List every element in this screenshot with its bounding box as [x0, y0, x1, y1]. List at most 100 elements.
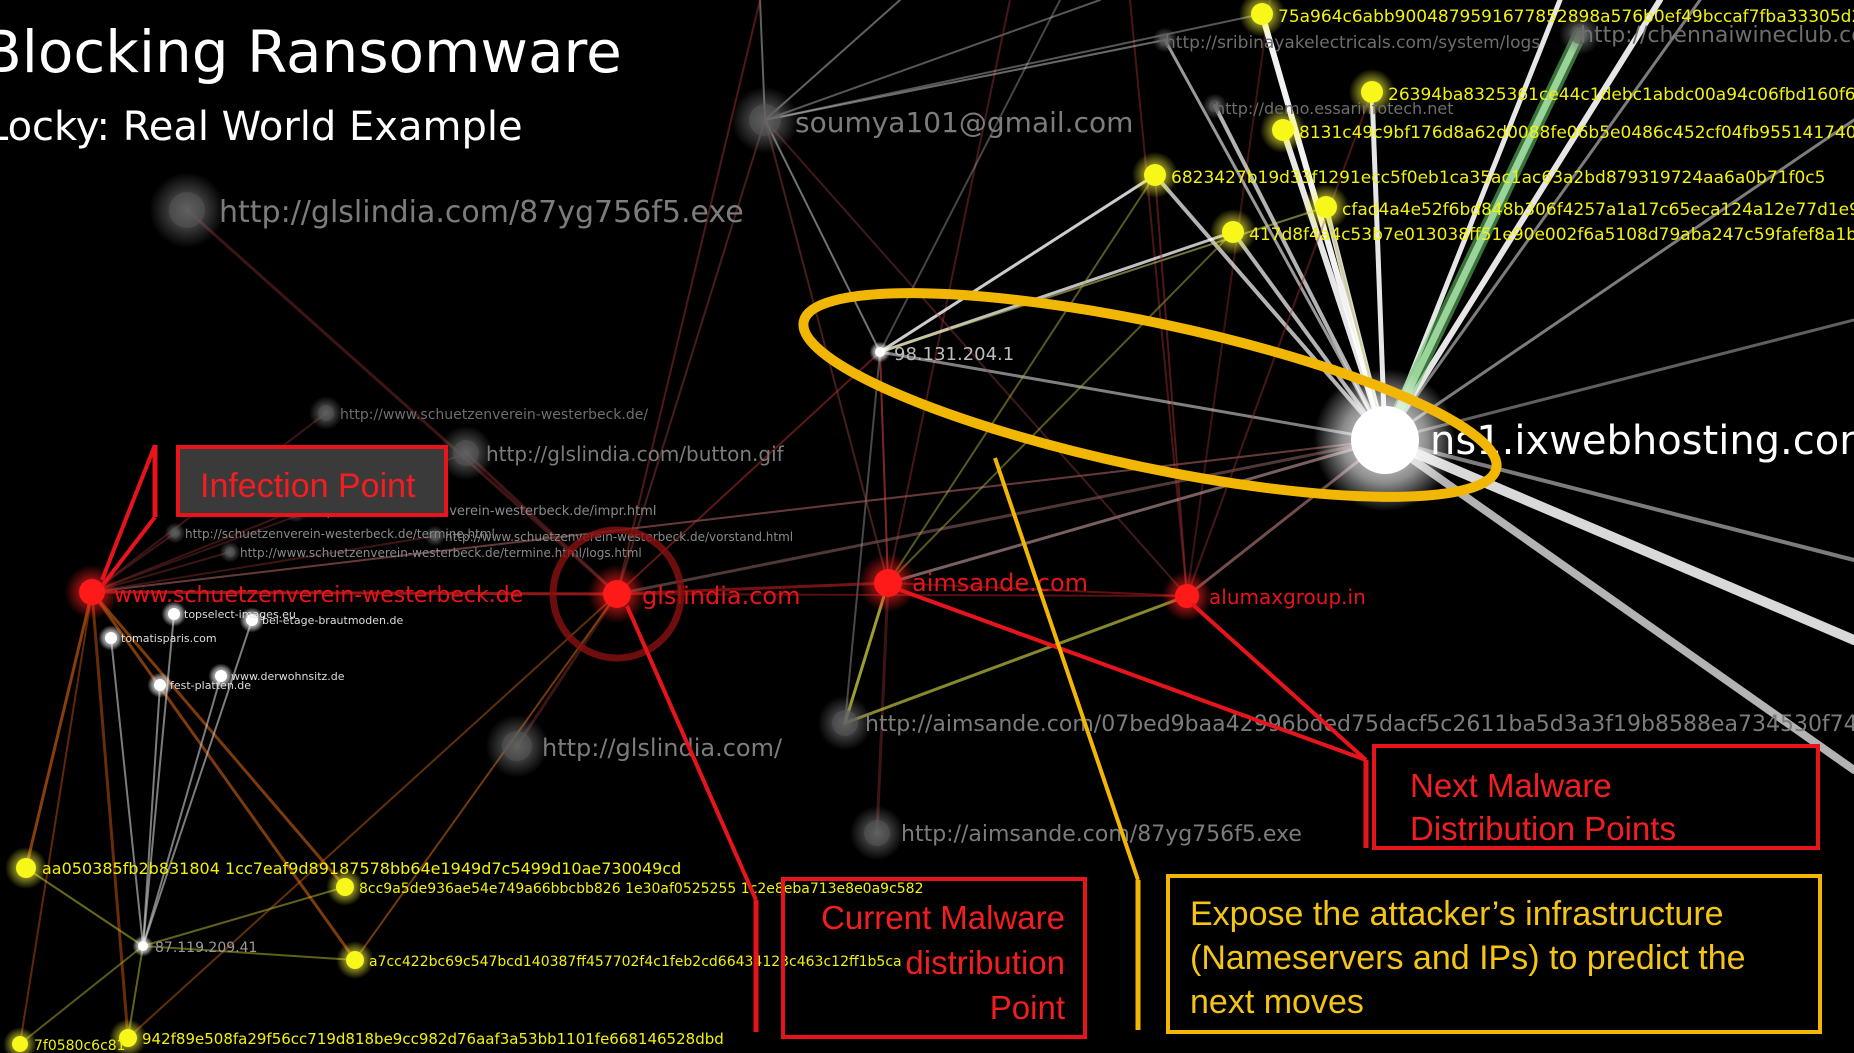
url-node[interactable]: [453, 440, 479, 466]
graph-edge: [185, 208, 619, 596]
hash-node[interactable]: [1315, 196, 1337, 218]
url-node[interactable]: [864, 820, 890, 846]
hash-node-label: 417d8f4a4c53b7e013038ff51e90e002f6a5108d…: [1249, 225, 1854, 245]
malicious-node[interactable]: [874, 569, 902, 597]
graph-edge: [616, 0, 761, 595]
url-node[interactable]: [430, 531, 440, 541]
infection-leader-line: [100, 515, 157, 588]
hash-node[interactable]: [1251, 3, 1273, 25]
url-node-label: http://glslindia.com/87yg756f5.exe: [219, 195, 744, 230]
infra-node-label: 87.119.209.41: [155, 940, 257, 956]
hash-node[interactable]: [12, 1036, 28, 1052]
graph-edge: [1383, 318, 1854, 442]
url-node-label: http://aimsande.com/87yg756f5.exe: [901, 822, 1302, 847]
graph-edge: [142, 619, 253, 947]
hash-node-label: 75a964c6abb9004879591677852898a576b0ef49…: [1278, 7, 1854, 27]
url-node[interactable]: [169, 192, 205, 228]
url-node-label: http://demo.essarinfotech.net: [1215, 99, 1454, 118]
url-node[interactable]: [749, 104, 781, 136]
graph-edge: [1378, 27, 1587, 447]
graph-edge: [1186, 0, 1271, 597]
url-node-label: http://www.schuetzenverein-westerbeck.de…: [240, 546, 642, 560]
url-node[interactable]: [1209, 100, 1221, 112]
site-node-label: topselect-images.eu: [184, 608, 296, 621]
graph-edge: [844, 351, 881, 724]
graph-edge: [142, 613, 175, 947]
graph-edge: [1382, 0, 1663, 443]
graph-edge: [127, 593, 618, 1039]
current-leader-line: [625, 605, 758, 901]
malicious-node[interactable]: [603, 580, 631, 608]
hash-node[interactable]: [1272, 119, 1294, 141]
graph-edge: [764, 119, 881, 353]
graph-edge: [887, 174, 1156, 584]
site-node[interactable]: [168, 608, 180, 620]
hash-node-label: cfad4a4e52f6bd848b306f4257a1a17c65eca124…: [1342, 200, 1854, 220]
hash-node[interactable]: [1361, 81, 1383, 103]
malicious-node-label: glslindia.com: [642, 582, 800, 610]
graph-edge: [1186, 91, 1373, 597]
url-node[interactable]: [225, 547, 235, 557]
expose-leader-line: [993, 457, 1140, 881]
graph-edge: [1383, 438, 1854, 562]
hash-node[interactable]: [336, 878, 354, 896]
hash-node[interactable]: [119, 1029, 137, 1047]
hash-node-label: 7f0580c6c81: [34, 1038, 126, 1053]
site-node[interactable]: [246, 614, 258, 626]
site-node-label: bel-etage-brautmoden.de: [262, 614, 403, 627]
url-node-label: http://chennaiwineclub.com: [1580, 23, 1854, 48]
hash-node[interactable]: [1144, 164, 1166, 186]
graph-edge: [616, 351, 881, 595]
infra-node[interactable]: [875, 347, 885, 357]
malicious-node[interactable]: [1175, 584, 1199, 608]
infrastructure-highlight-ellipse: [798, 288, 1502, 502]
url-node-label: http://sribinayakelectricals.com/system/…: [1165, 33, 1540, 53]
graph-edge: [764, 0, 1101, 121]
site-node[interactable]: [154, 679, 166, 691]
graph-edge: [91, 439, 1386, 593]
site-node[interactable]: [215, 670, 227, 682]
expose-infrastructure-callout: Expose the attacker’s infrastructure (Na…: [1166, 874, 1822, 1034]
url-node[interactable]: [170, 528, 180, 538]
graph-edge: [1129, 0, 1188, 597]
graph-edge: [142, 945, 356, 961]
graph-edge: [464, 451, 619, 596]
malicious-node[interactable]: [79, 579, 105, 605]
graph-edge: [1380, 435, 1854, 645]
graph-edge: [1154, 174, 1188, 597]
infection-point-callout: Infection Point: [176, 445, 448, 517]
next-leader-line: [1190, 602, 1368, 762]
url-node[interactable]: [1570, 24, 1590, 44]
url-node-label: http://glslindia.com/button.gif: [486, 442, 785, 466]
graph-edge: [142, 684, 161, 947]
site-node[interactable]: [105, 632, 117, 644]
infra-node-label: 98.131.204.1: [894, 344, 1014, 365]
graph-edge: [878, 173, 1157, 354]
hash-node[interactable]: [16, 858, 36, 878]
hash-node-label: 8131c49c9bf176d8a62d0088fe06b5e0486c452c…: [1299, 123, 1854, 143]
url-node[interactable]: [1159, 34, 1171, 46]
graph-edge: [615, 581, 890, 596]
graph-edge: [90, 590, 619, 596]
infection-leader-line: [100, 444, 157, 581]
url-node[interactable]: [832, 710, 858, 736]
graph-edge: [19, 945, 144, 1045]
site-node-label: www.derwohnsitz.de: [231, 670, 345, 683]
url-node[interactable]: [502, 731, 532, 761]
site-node-label: fest-platten.de: [170, 679, 251, 692]
url-node-label: http://schuetzenverein-westerbeck.de/ter…: [185, 527, 495, 541]
hash-node[interactable]: [1222, 221, 1244, 243]
graph-edge: [90, 590, 347, 889]
infra-node[interactable]: [1351, 406, 1419, 474]
graph-edge: [91, 439, 1386, 593]
hash-node[interactable]: [346, 951, 364, 969]
url-node-label: http://glslindia.com/: [542, 734, 783, 762]
malicious-node-label: alumaxgroup.in: [1209, 585, 1366, 609]
current-malware-callout: Current Malware distribution Point: [781, 877, 1087, 1039]
url-node-label: soumya101@gmail.com: [795, 106, 1133, 139]
hash-node-label: a7cc422bc69c547bcd140387ff457702f4c1feb2…: [369, 954, 902, 970]
hash-node-label: 942f89e508fa29f56cc719d818be9cc982d76aaf…: [142, 1030, 724, 1048]
url-node[interactable]: [318, 405, 334, 421]
graph-edge: [886, 438, 1387, 585]
infra-node[interactable]: [138, 941, 148, 951]
